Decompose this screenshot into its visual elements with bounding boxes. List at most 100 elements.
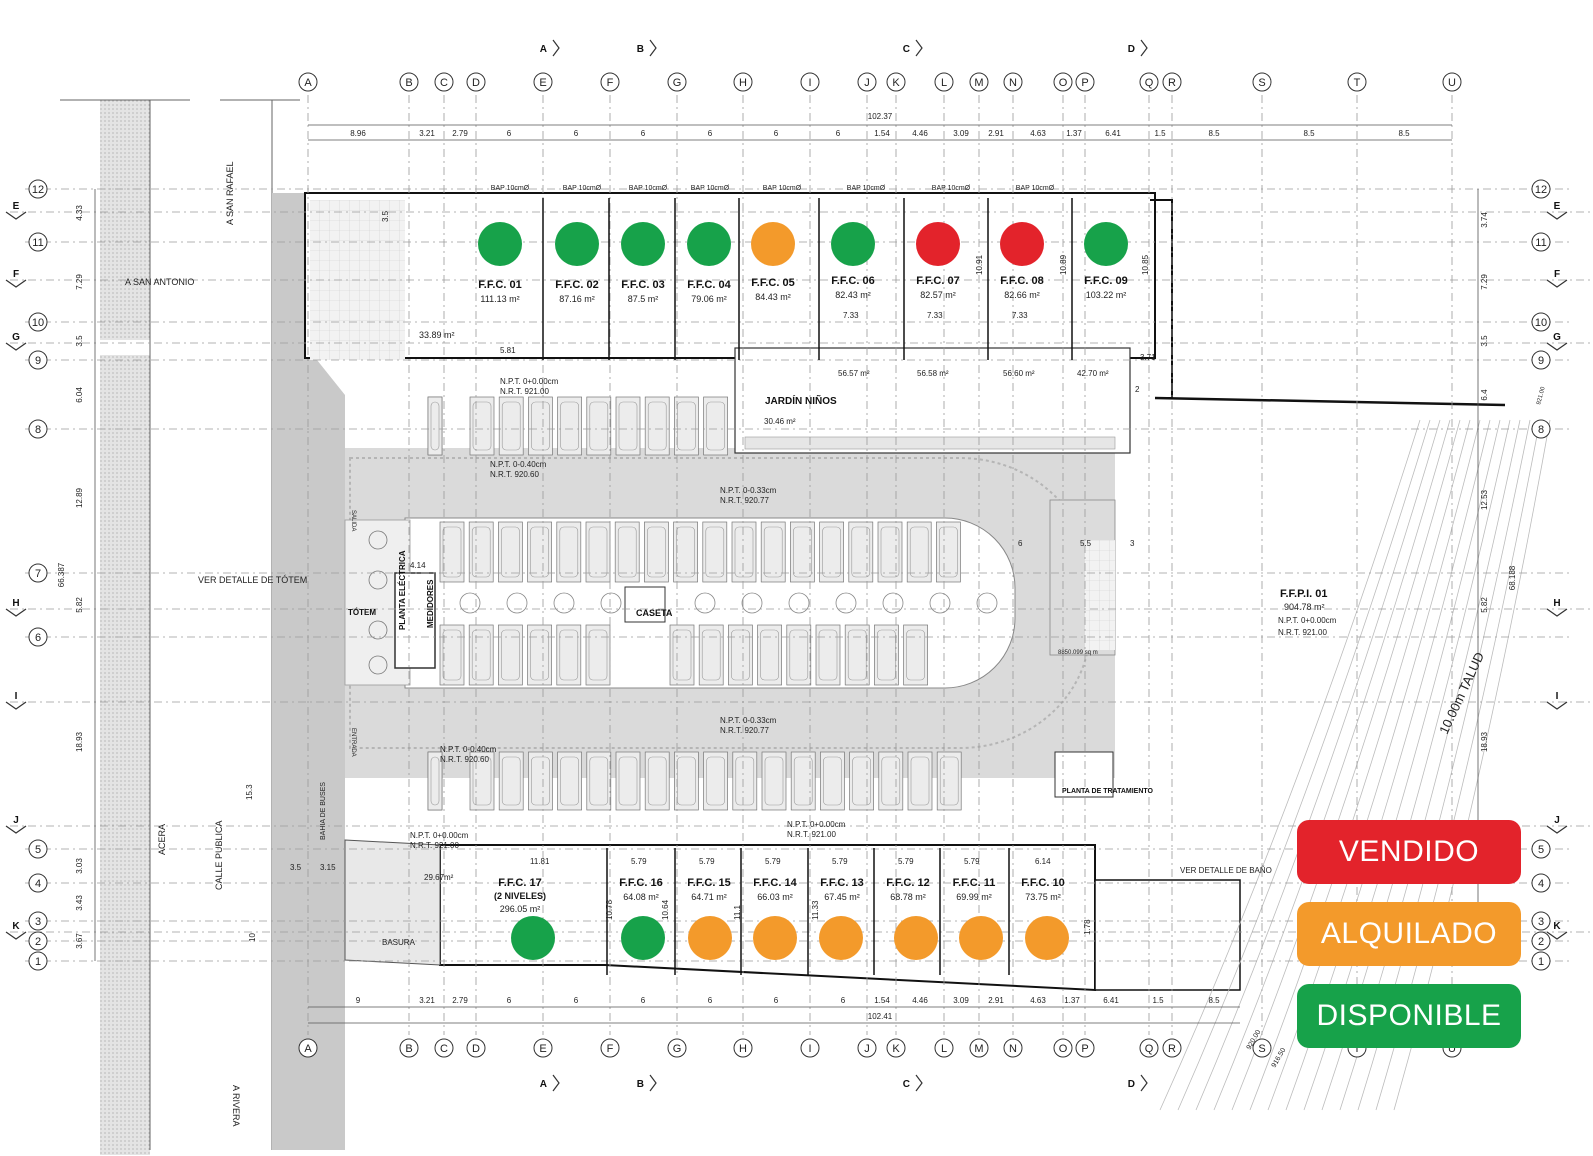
left-dim-6: 18.93	[75, 731, 84, 752]
svg-text:6: 6	[35, 632, 41, 644]
svg-text:1: 1	[35, 956, 41, 968]
unit-area: 296.05 m²	[500, 904, 541, 914]
parking-stall	[527, 624, 552, 686]
parking-stall	[669, 624, 695, 686]
left-dim-1: 7.29	[75, 274, 84, 290]
grid-letter-J-left: J	[5, 815, 27, 834]
bap-label: BAP 10cmØ	[1016, 185, 1055, 192]
parking-stall	[674, 396, 699, 456]
svg-text:L: L	[941, 1043, 947, 1055]
top-dim-4: 6	[574, 129, 579, 138]
svg-text:L: L	[941, 77, 947, 89]
parking-stall	[907, 751, 933, 811]
parking-stall	[820, 751, 845, 811]
bottom-dim-16: 1.5	[1152, 996, 1164, 1005]
label-ffpi-npt: N.P.T. 0+0.00cm	[1278, 616, 1337, 625]
svg-text:U: U	[1448, 1043, 1456, 1055]
grid-row-2: 2	[28, 931, 48, 951]
svg-text:E: E	[13, 201, 20, 212]
grid-col-E-bottom: E	[533, 1038, 553, 1058]
label-d-153: 15.3	[245, 784, 254, 800]
label-acera: ACERA	[157, 824, 167, 855]
svg-text:12: 12	[1535, 184, 1547, 196]
unit-name: F.F.C. 05	[751, 277, 794, 289]
svg-text:E: E	[1554, 201, 1561, 212]
top-dim-1: 3.21	[419, 129, 435, 138]
svg-text:8: 8	[1538, 424, 1544, 436]
bottom-dim-14: 1.37	[1064, 996, 1080, 1005]
svg-text:N: N	[1009, 77, 1017, 89]
unit-area: 73.75 m²	[1025, 892, 1061, 902]
parking-stall	[936, 751, 962, 811]
bdim-1: 5.79	[699, 857, 715, 866]
unit-area: 79.06 m²	[691, 294, 727, 304]
unit-name: F.F.C. 01	[478, 279, 521, 291]
svg-text:11: 11	[32, 237, 43, 249]
unit-area: 103.22 m²	[1086, 290, 1127, 300]
label-d-35: 3.5	[381, 210, 390, 222]
svg-text:G: G	[673, 77, 682, 89]
svg-text:U: U	[1448, 77, 1456, 89]
left-dim-9: 3.67	[75, 933, 84, 949]
section-A-top: A	[540, 39, 560, 57]
grid-row-11: 11	[28, 232, 48, 252]
svg-text:J: J	[1554, 815, 1560, 826]
svg-text:P: P	[1081, 77, 1088, 89]
status-dot	[1025, 916, 1069, 960]
svg-text:5: 5	[35, 844, 41, 856]
parking-stall	[906, 521, 932, 583]
svg-text:D: D	[472, 1043, 480, 1055]
total-top-dim: 102.37	[868, 112, 893, 121]
svg-text:J: J	[864, 1043, 870, 1055]
tree-icon	[882, 592, 904, 614]
grid-row-right-1: 1	[1531, 951, 1551, 971]
top-dim-8: 6	[836, 129, 841, 138]
left-dim-5: 5.82	[75, 597, 84, 613]
label-area-3389: 33.89 m²	[419, 330, 455, 340]
label-planta-electrica: PLANTA ELÉCTRICA	[398, 550, 407, 630]
parking-stall	[468, 521, 494, 583]
grid-col-M-bottom: M	[969, 1038, 989, 1058]
svg-text:F: F	[607, 1043, 614, 1055]
grid-col-K-bottom: K	[886, 1038, 906, 1058]
grid-col-S-top: S	[1252, 72, 1272, 92]
svg-text:N: N	[1009, 1043, 1017, 1055]
unit-area: 87.16 m²	[559, 294, 595, 304]
section-B-top: B	[637, 39, 657, 57]
grid-letter-K-left: K	[5, 921, 27, 940]
svg-text:O: O	[1059, 77, 1068, 89]
grid-col-I-top: I	[800, 72, 820, 92]
unit-name: F.F.C. 15	[687, 877, 730, 889]
bottom-unit-17[interactable]: F.F.C. 17(2 NIVELES)296.05 m²	[494, 877, 555, 960]
bottom-dim-15: 6.41	[1103, 996, 1119, 1005]
section-D-top: D	[1128, 39, 1148, 57]
parking-stall	[903, 624, 928, 686]
grid-col-F-top: F	[600, 72, 620, 92]
grid-letter-I-right: I	[1546, 691, 1568, 710]
top-unit-9[interactable]: F.F.C. 09 103.22 m²	[1084, 222, 1128, 300]
parking-stall	[786, 624, 812, 686]
parking-stall	[815, 624, 841, 686]
unit-name: F.F.C. 09	[1084, 275, 1127, 287]
svg-text:4: 4	[35, 878, 41, 890]
unit-area: 69.99 m²	[956, 892, 992, 902]
label-c9165: 916.50	[1271, 1047, 1288, 1069]
top-dim-15: 6.41	[1105, 129, 1121, 138]
label-ffpi-name: F.F.P.I. 01	[1280, 588, 1328, 600]
